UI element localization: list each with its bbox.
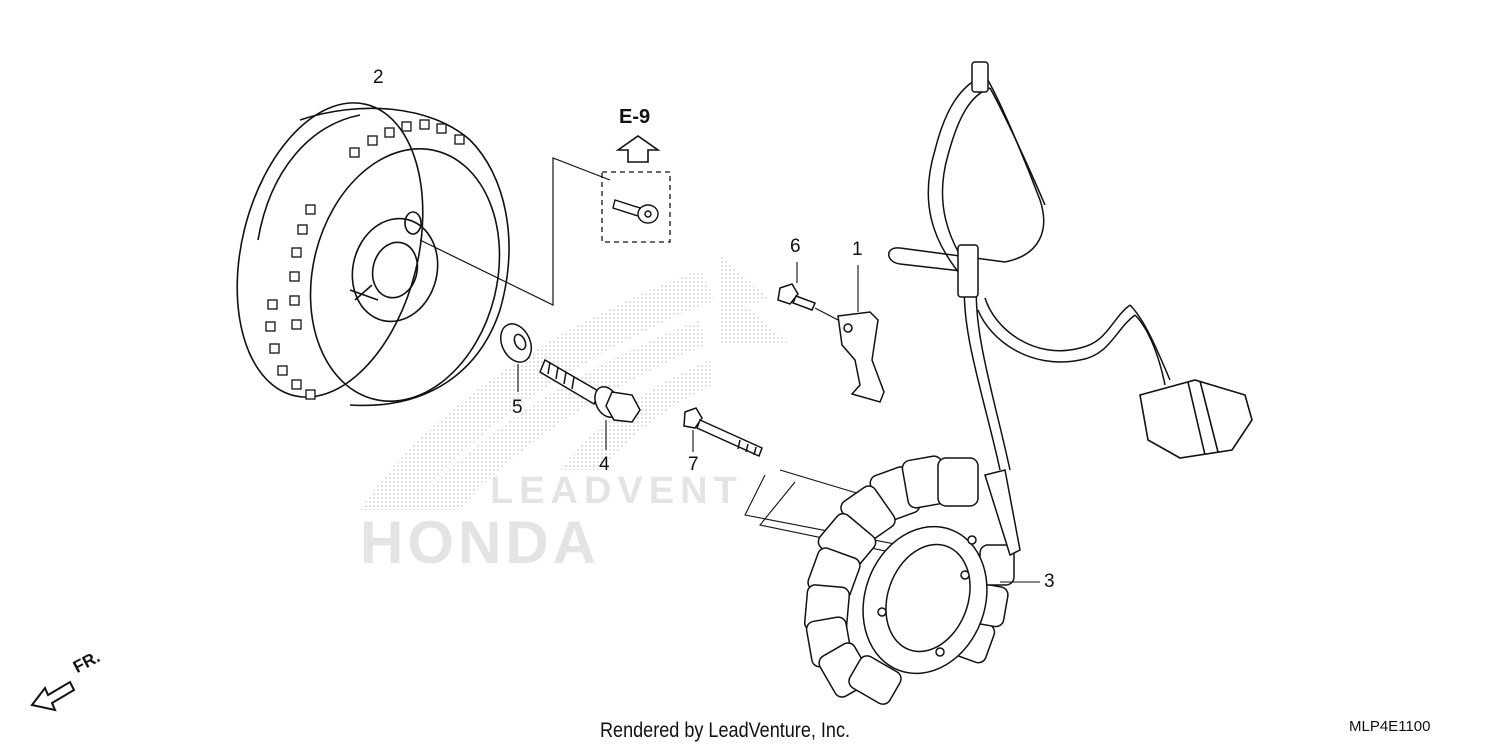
wire-bracket [837, 311, 885, 403]
reference-dashed-box [601, 171, 671, 243]
diagram-code: MLP4E1100 [1349, 718, 1431, 735]
front-direction-arrow-icon [30, 680, 76, 712]
reference-label: E-9 [619, 106, 651, 128]
clamp-bolt [777, 283, 817, 311]
callout-1: 1 [852, 239, 863, 260]
flywheel-rotor [236, 102, 510, 407]
callout-5: 5 [512, 397, 523, 418]
dealer-watermark-text: LEADVENT [490, 470, 743, 512]
flange-bolt [539, 358, 641, 423]
small-bolt [612, 199, 659, 224]
callout-4: 4 [599, 454, 610, 475]
footer-credit: Rendered by LeadVenture, Inc. [600, 719, 851, 742]
callout-2: 2 [373, 67, 384, 88]
callout-7: 7 [688, 454, 699, 475]
honda-watermark-text: HONDA [360, 509, 600, 576]
flywheel-teeth [265, 119, 465, 400]
long-bolt [683, 407, 763, 458]
reference-arrow-icon [615, 135, 661, 163]
washer [500, 323, 532, 363]
flywheel-leader [419, 157, 611, 306]
callout-6: 6 [790, 236, 801, 257]
stator-coil [803, 455, 1021, 705]
wire-harness [888, 61, 1171, 471]
harness-connector [1139, 379, 1253, 459]
callout-3: 3 [1044, 571, 1055, 592]
